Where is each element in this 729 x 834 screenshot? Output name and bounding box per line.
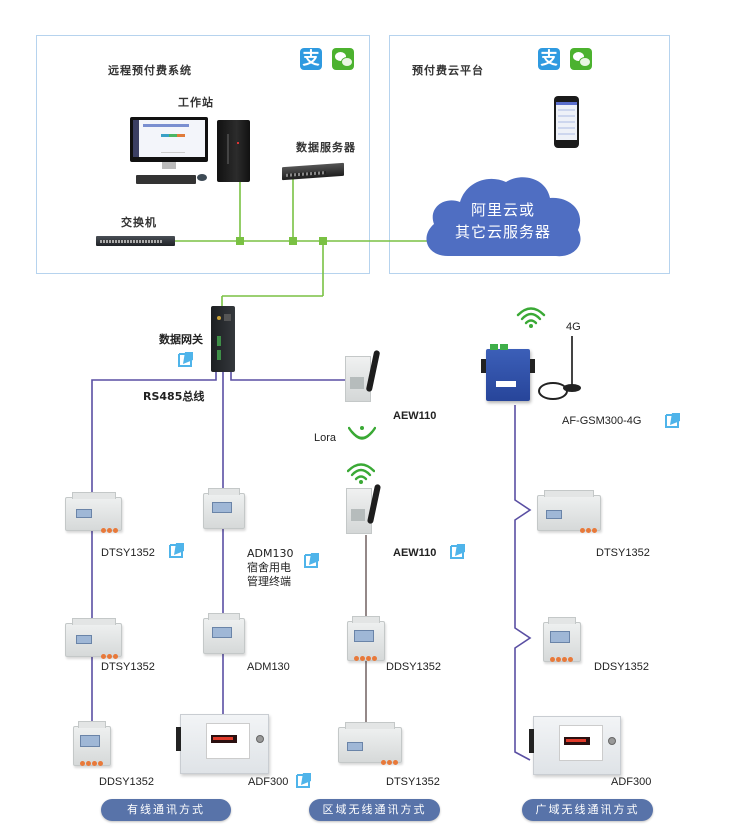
4g-antenna-base — [563, 384, 581, 392]
antenna-4g-label: 4G — [566, 321, 581, 333]
junction-node — [319, 237, 327, 245]
dtsy1352-meter — [65, 618, 122, 659]
wifi-signal-icon — [347, 463, 375, 484]
workstation-tower — [217, 120, 250, 182]
ddsy1352-meter — [73, 721, 111, 766]
dtsy1352-meter — [537, 490, 601, 533]
dtsy1352-meter — [65, 492, 122, 533]
mouse — [197, 174, 207, 181]
dtsy1352-meter — [338, 722, 402, 765]
ddsy1352-label: DDSY1352 — [594, 661, 650, 673]
alipay-icon: 支 — [300, 48, 322, 70]
lora-signal-icon — [348, 426, 376, 440]
ddsy1352-meter — [543, 617, 581, 662]
adm130-meter — [203, 613, 245, 654]
ddsy1352-label: DDSY1352 — [386, 661, 442, 673]
external-link-icon[interactable] — [295, 771, 313, 789]
dtsy1352-label: DTSY1352 — [101, 547, 155, 559]
af-gsm300-4g-device — [481, 344, 535, 401]
alipay-icon: 支 — [538, 48, 560, 70]
adf300-label: ADF300 — [611, 776, 652, 788]
aew110-repeater-bottom — [346, 488, 372, 534]
rs485-bus-label: RS485总线 — [143, 390, 205, 403]
external-link-icon[interactable] — [177, 350, 195, 368]
cloud-server-shape — [426, 177, 581, 257]
adm130-label: ADM130 — [247, 661, 290, 673]
wechat-pay-icon — [332, 48, 354, 70]
cloud-label-line1: 阿里云或 — [470, 201, 535, 219]
adm130-desc-line2: 管理终端 — [247, 575, 291, 588]
external-link-icon[interactable] — [664, 411, 682, 429]
wide-wireless-communication-tab[interactable]: 广域无线通讯方式 — [522, 799, 653, 821]
keyboard — [136, 175, 196, 184]
junction-node — [289, 237, 297, 245]
adm130-desc-line1: 宿舍用电 — [247, 561, 291, 574]
data-gateway-label: 数据网关 — [159, 333, 203, 346]
wan-link-line — [514, 405, 532, 761]
cloud-label: 阿里云或 其它云服务器 — [430, 199, 576, 243]
smartphone-icon — [554, 96, 579, 148]
rs485-bus-left — [91, 370, 217, 728]
switch-label: 交换机 — [121, 216, 157, 229]
external-link-icon[interactable] — [449, 542, 467, 560]
ddsy1352-label: DDSY1352 — [99, 776, 155, 788]
dtsy1352-label: DTSY1352 — [386, 776, 440, 788]
external-link-icon[interactable] — [168, 541, 186, 559]
cloud-platform-title: 预付费云平台 — [412, 64, 484, 77]
adm130-meter — [203, 488, 245, 529]
data-gateway-device — [211, 306, 235, 372]
data-server-label: 数据服务器 — [296, 141, 356, 154]
cloud-label-line2: 其它云服务器 — [454, 223, 551, 241]
wired-communication-tab[interactable]: 有线通讯方式 — [101, 799, 231, 821]
adm130-model: ADM130 — [247, 547, 294, 560]
ddsy1352-meter — [347, 616, 385, 661]
local-wireless-communication-tab[interactable]: 区域无线通讯方式 — [309, 799, 440, 821]
remote-prepaid-system-title: 远程预付费系统 — [108, 64, 192, 77]
4g-antenna — [571, 336, 573, 386]
network-switch — [96, 236, 175, 246]
dtsy1352-label: DTSY1352 — [596, 547, 650, 559]
af-gsm300-4g-label: AF-GSM300-4G — [562, 415, 642, 427]
antenna-cable — [538, 382, 568, 400]
workstation-label: 工作站 — [178, 96, 214, 109]
adf300-meter-box — [529, 716, 621, 775]
dtsy1352-label: DTSY1352 — [101, 661, 155, 673]
workstation-monitor — [130, 117, 208, 162]
wifi-signal-icon — [516, 307, 546, 328]
external-link-icon[interactable] — [303, 551, 321, 569]
junction-node — [236, 237, 244, 245]
rs485-bus-right — [230, 370, 345, 381]
aew110-repeater-top — [345, 356, 371, 402]
lora-label: Lora — [314, 432, 337, 444]
wechat-pay-icon — [570, 48, 592, 70]
monitor-stand — [162, 162, 176, 169]
aew110-bottom-label: AEW110 — [393, 547, 437, 559]
adm130-dorm-terminal-label: ADM130 宿舍用电 管理终端 — [247, 547, 293, 589]
adf300-meter-box — [176, 714, 269, 774]
adf300-label: ADF300 — [248, 776, 289, 788]
aew110-top-label: AEW110 — [393, 410, 437, 422]
